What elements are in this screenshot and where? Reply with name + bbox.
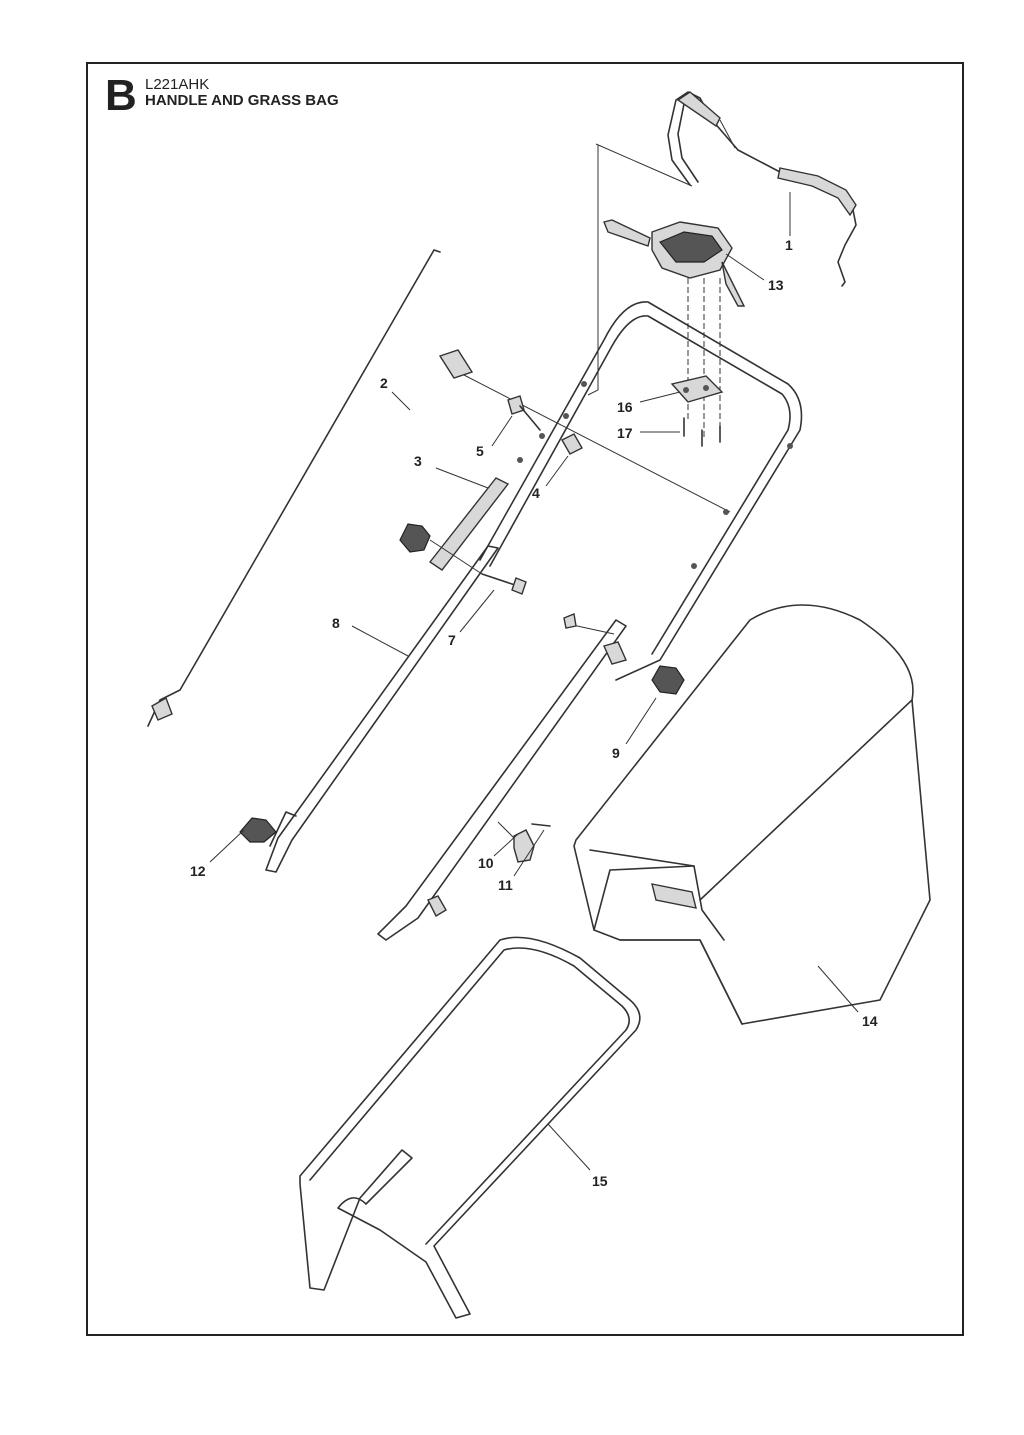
callout-7: 7: [448, 632, 456, 648]
part-14-grass-bag: [573, 604, 931, 1025]
knob-upper-left: [399, 523, 483, 575]
callout-12: 12: [190, 863, 206, 879]
callout-17: 17: [617, 425, 633, 441]
callout-14: 14: [862, 1013, 878, 1029]
callout-8: 8: [332, 615, 340, 631]
part-8-left-tube: [265, 545, 499, 873]
callout-4: 4: [532, 485, 540, 501]
part-11-screw: [531, 823, 551, 827]
leader-2: [391, 391, 411, 411]
leader-12: [209, 829, 245, 863]
part-17-screws: [683, 417, 721, 447]
leader-13: [725, 253, 765, 281]
part-15-bag-frame: [299, 936, 641, 1319]
leader-3: [435, 467, 489, 489]
part-7-bolt: [481, 573, 527, 595]
part-2-cable: [147, 249, 474, 727]
callout-15: 15: [592, 1173, 608, 1189]
leader-7: [459, 589, 495, 633]
part-12-knob: [239, 817, 277, 843]
callout-13: 13: [768, 277, 784, 293]
leader-14: [817, 965, 859, 1013]
part-4-clip: [561, 433, 583, 455]
leader-15: [547, 1123, 591, 1171]
callout-1: 1: [785, 237, 793, 253]
model-number: L221AHK: [145, 76, 210, 93]
main-handle-frame: [479, 301, 803, 681]
page-frame: [86, 62, 964, 1336]
assembly-lines: [461, 143, 731, 513]
leader-16: [639, 391, 681, 403]
part-1-upper-handle: [667, 91, 857, 287]
part-13-control-box: [603, 219, 746, 307]
leader-11: [513, 829, 545, 877]
part-3-cable-guide: [428, 477, 510, 571]
tube-end-cap: [427, 895, 447, 917]
callout-3: 3: [414, 453, 422, 469]
part-16-bracket: [670, 375, 724, 403]
callout-10: 10: [478, 855, 494, 871]
leader-9: [625, 697, 657, 745]
part-9-knob: [651, 665, 685, 695]
callout-2: 2: [380, 375, 388, 391]
leader-4: [545, 455, 569, 487]
callout-16: 16: [617, 399, 633, 415]
part-10-bracket: [497, 821, 535, 863]
section-letter: B: [105, 71, 137, 120]
section-title: HANDLE AND GRASS BAG: [145, 92, 339, 109]
callout-11: 11: [498, 877, 513, 893]
leader-5: [491, 415, 513, 447]
right-lower-tube: [377, 613, 627, 941]
part-5-bolt: [507, 395, 541, 431]
leader-10: [493, 833, 519, 857]
leader-8: [351, 625, 409, 657]
callout-5: 5: [476, 443, 484, 459]
callout-9: 9: [612, 745, 620, 761]
